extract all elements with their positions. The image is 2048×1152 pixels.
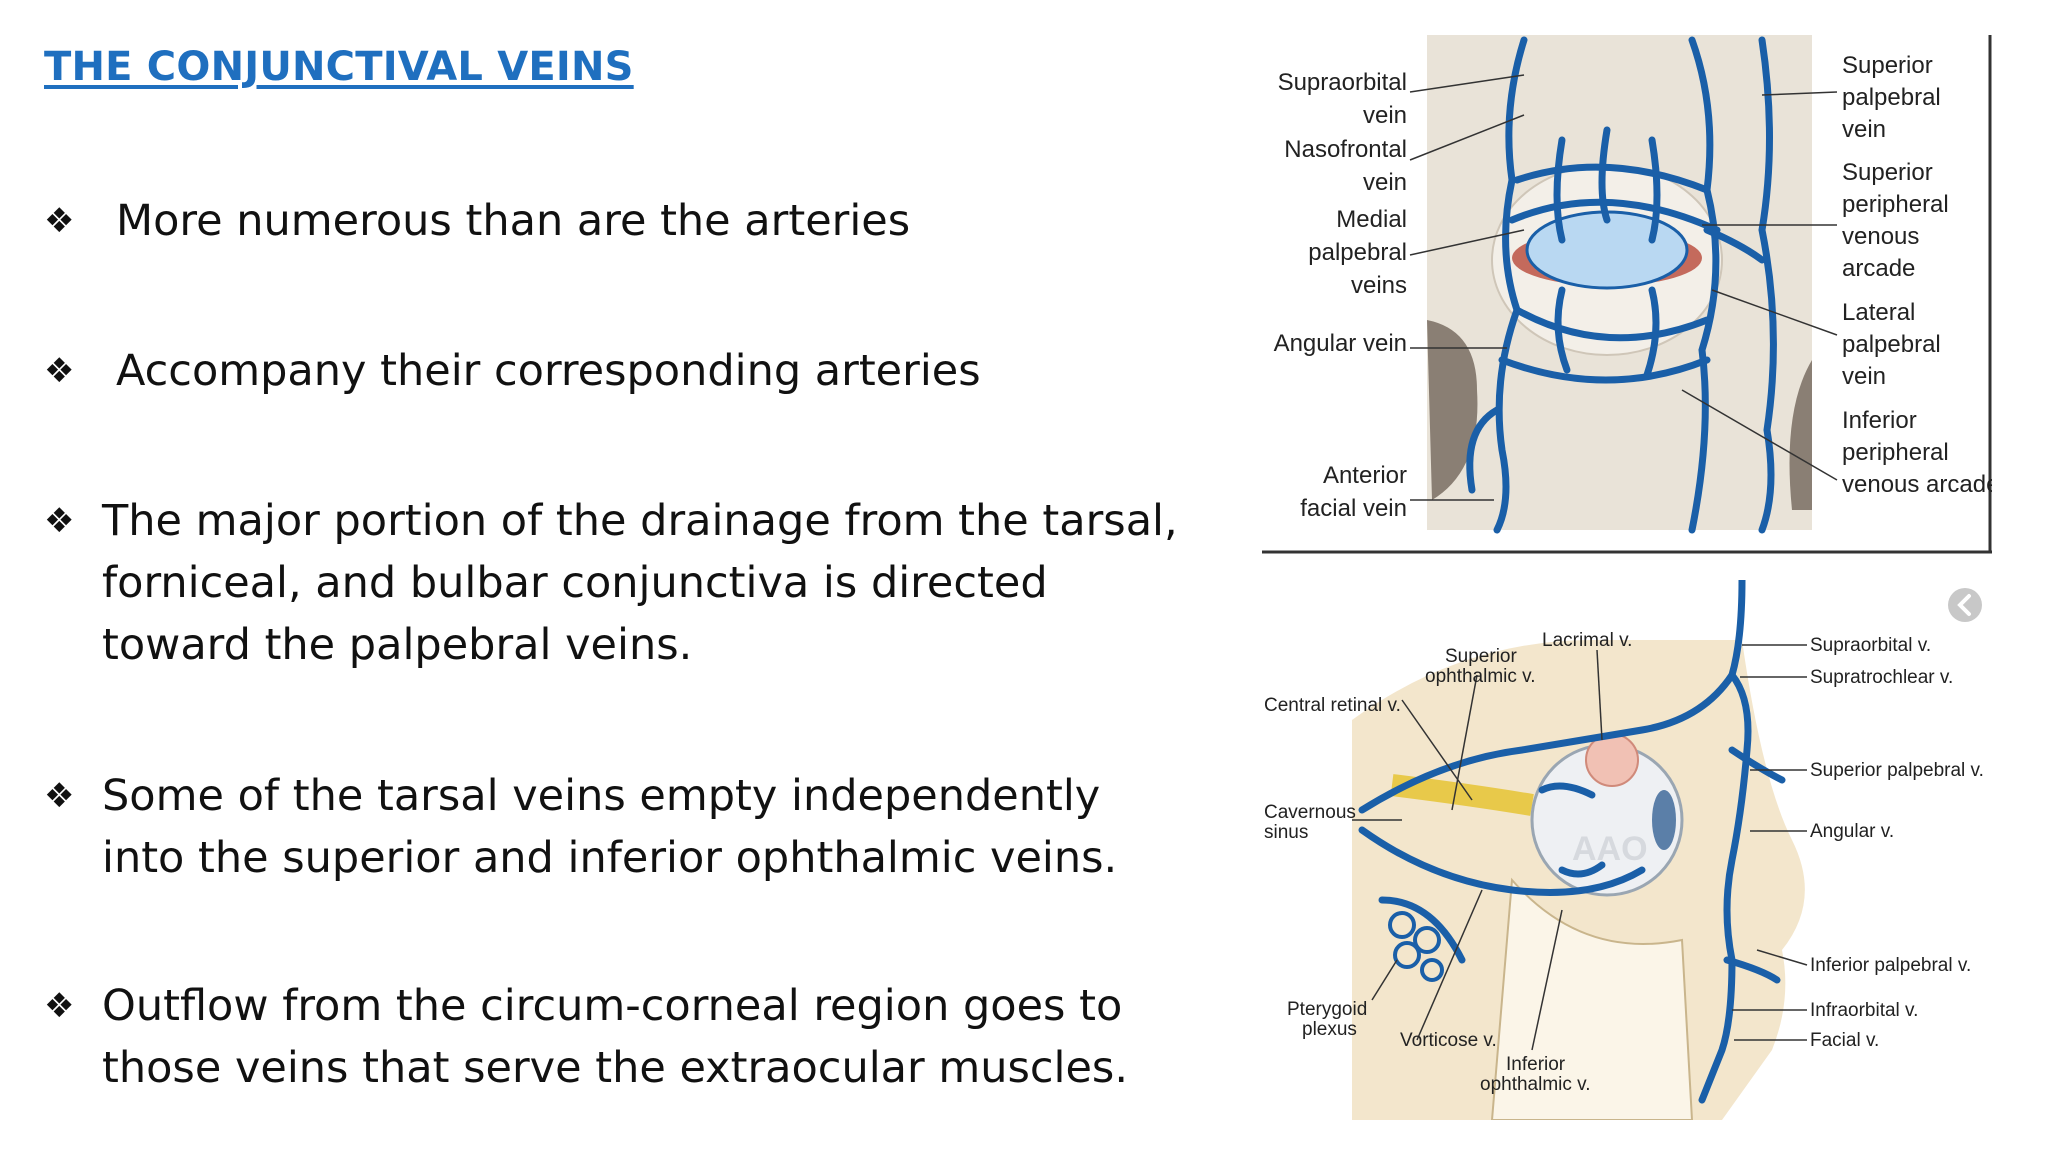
bullet-item: ❖ Accompany their corresponding arteries (44, 340, 1204, 402)
svg-text:vein: vein (1363, 102, 1407, 129)
bullet-text: More numerous than are the arteries (116, 196, 911, 246)
bullet-item: ❖ Some of the tarsal veins empty indepen… (44, 765, 1204, 889)
svg-text:Superior: Superior (1445, 646, 1517, 667)
svg-text:Central retinal v.: Central retinal v. (1264, 695, 1401, 716)
bullet-text: Accompany their corresponding arteries (116, 346, 981, 396)
svg-text:vein: vein (1842, 363, 1886, 390)
chevron-left-icon (1948, 588, 1982, 622)
bullet-item: ❖ More numerous than are the arteries (44, 190, 1204, 252)
svg-text:Superior: Superior (1842, 159, 1933, 186)
svg-text:Infraorbital v.: Infraorbital v. (1810, 1000, 1918, 1021)
svg-text:Supraorbital: Supraorbital (1278, 69, 1407, 96)
svg-text:Facial v.: Facial v. (1810, 1030, 1879, 1051)
svg-text:vein: vein (1842, 116, 1886, 143)
svg-text:venous arcade: venous arcade (1842, 471, 1992, 498)
bullet-text: Outflow from the circum-corneal region g… (102, 981, 1128, 1093)
svg-text:Angular v.: Angular v. (1810, 821, 1894, 842)
svg-text:Angular vein: Angular vein (1274, 330, 1407, 357)
bullet-diamond-icon: ❖ (44, 501, 75, 541)
svg-text:veins: veins (1351, 272, 1407, 299)
svg-text:Superior palpebral v.: Superior palpebral v. (1810, 760, 1984, 781)
vein-network (1358, 576, 1786, 1104)
lacrimal-gland (1585, 733, 1639, 787)
svg-text:ophthalmic v.: ophthalmic v. (1425, 666, 1536, 687)
pterygoid-plexus (1388, 911, 1444, 982)
svg-text:Pterygoid: Pterygoid (1287, 999, 1367, 1020)
bullet-text: Some of the tarsal veins empty independe… (102, 771, 1118, 883)
svg-text:Medial: Medial (1336, 206, 1407, 233)
svg-text:Inferior: Inferior (1842, 407, 1917, 434)
bullet-diamond-icon: ❖ (44, 201, 75, 241)
svg-text:palpebral: palpebral (1842, 84, 1941, 111)
svg-text:Nasofrontal: Nasofrontal (1284, 136, 1407, 163)
bullet-diamond-icon: ❖ (44, 351, 75, 391)
bullet-item: ❖ The major portion of the drainage from… (44, 490, 1204, 676)
svg-text:peripheral: peripheral (1842, 191, 1949, 218)
bullet-item: ❖ Outflow from the circum-corneal region… (44, 975, 1204, 1099)
cornea (1652, 790, 1676, 850)
slide-title: THE CONJUNCTIVAL VEINS (44, 44, 634, 90)
svg-text:plexus: plexus (1302, 1019, 1357, 1040)
svg-text:ophthalmic v.: ophthalmic v. (1480, 1074, 1591, 1095)
watermark: AAO (1572, 830, 1648, 868)
svg-text:Cavernous: Cavernous (1264, 802, 1356, 823)
svg-text:palpebral: palpebral (1308, 239, 1407, 266)
svg-text:Supraorbital v.: Supraorbital v. (1810, 635, 1931, 656)
svg-text:arcade: arcade (1842, 255, 1915, 282)
svg-text:Lacrimal v.: Lacrimal v. (1542, 630, 1632, 651)
svg-text:Anterior: Anterior (1323, 462, 1407, 489)
bullet-diamond-icon: ❖ (44, 986, 75, 1026)
svg-text:palpebral: palpebral (1842, 331, 1941, 358)
svg-text:sinus: sinus (1264, 822, 1308, 843)
orbital-veins-illustration: AAO Lacrimal v. Superio (1262, 576, 2002, 1121)
svg-text:Vorticose v.: Vorticose v. (1400, 1030, 1497, 1051)
svg-text:Supratrochlear v.: Supratrochlear v. (1810, 667, 1953, 688)
maxillary-sinus (1490, 877, 1694, 1121)
bullet-text: The major portion of the drainage from t… (102, 496, 1178, 670)
ear-shadow (1789, 360, 1812, 510)
facial-veins-illustration: Supraorbital vein Nasofrontal vein Media… (1262, 30, 1999, 555)
vein-network (1466, 36, 1777, 534)
svg-text:Superior: Superior (1842, 52, 1933, 79)
nose-shadow (1427, 320, 1478, 500)
svg-text:vein: vein (1363, 169, 1407, 196)
svg-text:Inferior palpebral v.: Inferior palpebral v. (1810, 955, 1971, 976)
svg-text:Inferior: Inferior (1506, 1054, 1566, 1075)
svg-text:Lateral: Lateral (1842, 299, 1915, 326)
svg-text:peripheral: peripheral (1842, 439, 1949, 466)
bullet-diamond-icon: ❖ (44, 776, 75, 816)
svg-text:facial vein: facial vein (1300, 495, 1407, 522)
svg-text:venous: venous (1842, 223, 1919, 250)
